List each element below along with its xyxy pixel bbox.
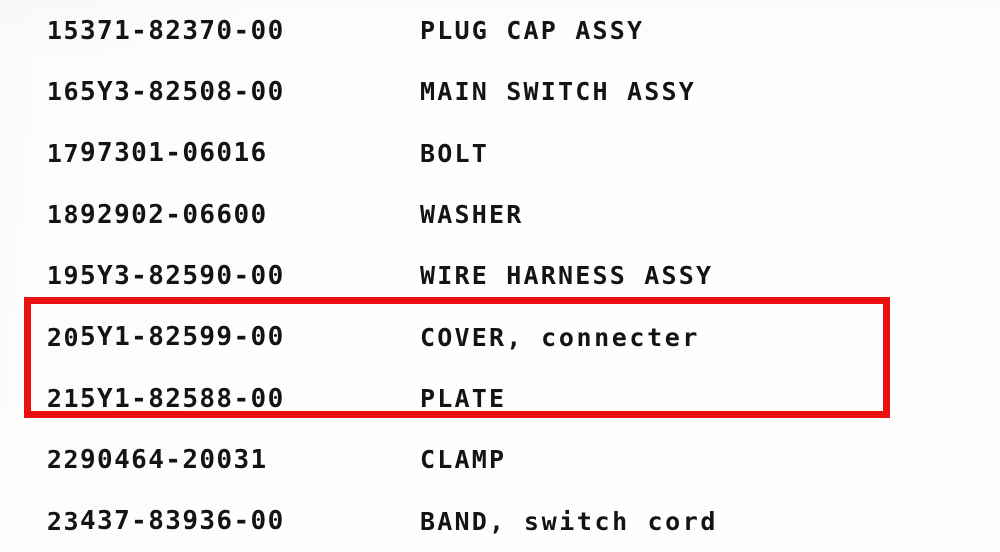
description-tail: connecter	[523, 322, 701, 352]
ref-number: 19	[46, 261, 80, 291]
ref-number: 17	[46, 138, 80, 168]
part-description: PLUG CAP ASSY	[420, 0, 1000, 61]
part-description: BAND, switch cord	[420, 491, 1000, 552]
table-row[interactable]: 20 5Y1-82599-00 COVER, connecter	[0, 307, 1000, 368]
ref-number: 22	[46, 445, 80, 475]
table-row[interactable]: 17 97301-06016 BOLT	[0, 123, 1000, 184]
part-number: 437-83936-00	[80, 506, 285, 537]
part-number: 5Y3-82508-00	[80, 76, 285, 107]
description-main: COVER,	[420, 322, 524, 352]
table-row[interactable]: 19 5Y3-82590-00 WIRE HARNESS ASSY	[0, 245, 1000, 306]
table-row[interactable]: 16 5Y3-82508-00 MAIN SWITCH ASSY	[0, 61, 1000, 122]
table-row[interactable]: 21 5Y1-82588-00 PLATE	[0, 368, 1000, 429]
description-main: WASHER	[420, 200, 524, 230]
ref-number: 15	[46, 16, 80, 46]
description-main: PLATE	[420, 384, 507, 414]
part-number: 5Y3-82590-00	[80, 260, 285, 291]
part-number: 5Y1-82588-00	[80, 383, 285, 414]
part-number: 97301-06016	[80, 138, 268, 169]
ref-number: 23	[46, 506, 80, 536]
ref-number: 18	[46, 200, 80, 230]
part-description: CLAMP	[420, 429, 1000, 490]
part-number: 5Y1-82599-00	[80, 322, 285, 353]
ref-number: 20	[46, 322, 80, 352]
table-row[interactable]: 23 437-83936-00 BAND, switch cord	[0, 491, 1000, 552]
part-number: 90464-20031	[80, 444, 268, 475]
description-main: BOLT	[420, 138, 490, 168]
part-number: 92902-06600	[80, 199, 268, 230]
description-main: PLUG CAP ASSY	[420, 16, 645, 46]
description-main: BAND,	[420, 506, 507, 536]
part-description: WIRE HARNESS ASSY	[420, 245, 1000, 306]
part-description: MAIN SWITCH ASSY	[420, 61, 1000, 122]
description-main: CLAMP	[420, 445, 507, 475]
description-main: WIRE HARNESS ASSY	[420, 261, 714, 291]
part-description: BOLT	[420, 123, 1000, 184]
ref-number: 21	[46, 384, 80, 414]
part-description: COVER, connecter	[420, 307, 1000, 368]
part-description: PLATE	[420, 368, 1000, 429]
ref-number: 16	[46, 77, 80, 107]
table-row[interactable]: 15 371-82370-00 PLUG CAP ASSY	[0, 0, 1000, 61]
table-row[interactable]: 22 90464-20031 CLAMP	[0, 429, 1000, 490]
description-main: MAIN SWITCH ASSY	[420, 77, 697, 107]
description-tail: switch cord	[506, 506, 719, 536]
part-number: 371-82370-00	[80, 15, 285, 46]
table-row[interactable]: 18 92902-06600 WASHER	[0, 184, 1000, 245]
part-description: WASHER	[420, 184, 1000, 245]
